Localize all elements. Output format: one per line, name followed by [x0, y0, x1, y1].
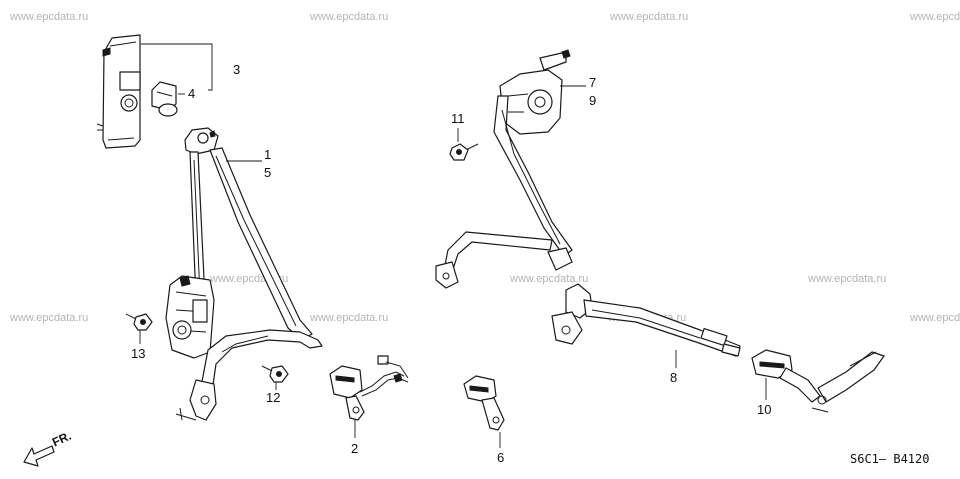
watermark: www.epcdata.ru: [310, 11, 389, 23]
callout-3: 3: [233, 62, 241, 77]
watermark: www.epcdata.ru: [10, 312, 89, 324]
callout-4: 4: [188, 86, 196, 101]
front-buckle-part-2: [330, 356, 408, 420]
callout-1: 1: [264, 147, 272, 162]
rear-seatbelt-part-7-9: [436, 50, 572, 288]
bolt-part-12: [262, 366, 288, 382]
watermark: www.epcdata.ru: [610, 11, 689, 23]
callout-10: 10: [757, 402, 772, 417]
callout-13: 13: [131, 346, 146, 361]
watermark: www.epcdata.ru: [910, 11, 960, 23]
callout-2: 2: [351, 441, 359, 456]
pillar-cover-part-3: [97, 35, 140, 148]
clip-part-4: [152, 82, 177, 116]
rear-buckle-part-6: [464, 376, 504, 430]
front-direction-arrow: [24, 446, 54, 466]
rear-lap-belt-part-8: [552, 284, 740, 356]
watermark: www.epcdata.ru: [510, 273, 589, 285]
callout-5: 5: [264, 165, 272, 180]
front-seatbelt-part-1-5: [166, 128, 322, 420]
rear-buckle-part-10: [752, 350, 884, 412]
watermark: www.epcdata.ru: [910, 312, 960, 324]
callout-11: 11: [451, 111, 465, 126]
callout-8: 8: [670, 370, 678, 385]
bolt-part-11: [450, 144, 478, 160]
watermark: www.epcdata.ru: [808, 273, 887, 285]
watermark: www.epcdata.ru: [310, 312, 389, 324]
callout-7: 7: [589, 75, 597, 90]
callout-6: 6: [497, 450, 505, 465]
watermark: www.epcdata.ru: [10, 11, 89, 23]
bolt-part-13: [126, 314, 152, 330]
callout-9: 9: [589, 93, 597, 108]
diagram-code: S6C1— B4120: [850, 452, 930, 466]
callout-12: 12: [266, 390, 281, 405]
